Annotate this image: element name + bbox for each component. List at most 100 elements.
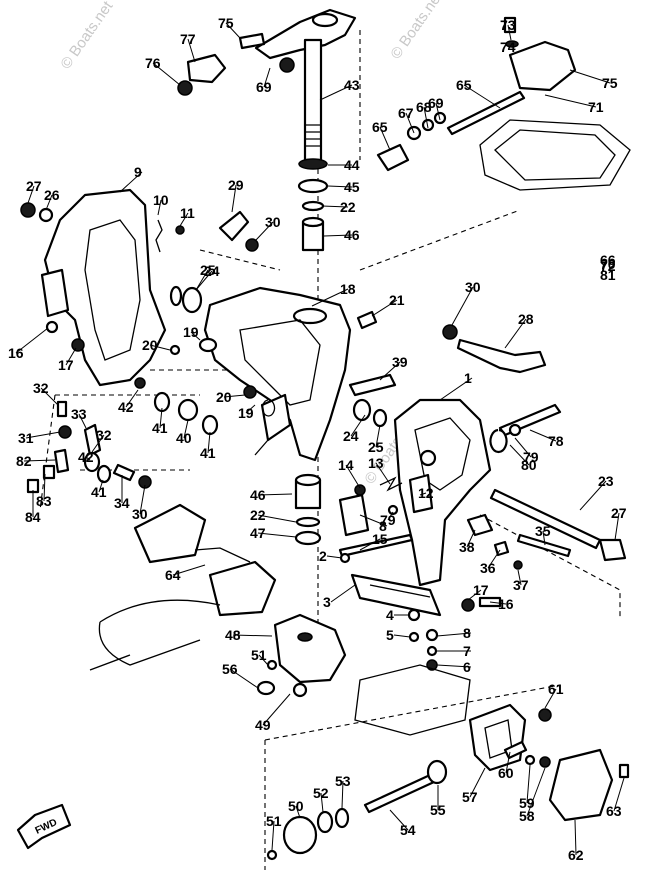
callout-labels: 7374757169757776434445224665696867652726… bbox=[8, 15, 627, 863]
screw-83 bbox=[42, 464, 56, 480]
clip-51-bottom bbox=[266, 849, 278, 861]
callout-28: 28 bbox=[518, 311, 534, 327]
callout-64: 64 bbox=[165, 567, 181, 583]
lever-link bbox=[254, 439, 269, 456]
damper-50 bbox=[282, 815, 318, 855]
callout-15: 15 bbox=[372, 531, 388, 547]
oring-22-lower bbox=[295, 516, 321, 528]
callout-70: 70 bbox=[600, 256, 616, 272]
bolt-27-left bbox=[20, 202, 36, 218]
callout-20: 20 bbox=[216, 389, 232, 405]
callout-51: 51 bbox=[266, 813, 282, 829]
leader-line-41 bbox=[98, 479, 104, 493]
leader-line-12 bbox=[419, 492, 427, 496]
callout-51: 51 bbox=[251, 647, 267, 663]
callout-22: 22 bbox=[250, 507, 266, 523]
nut-17-right bbox=[461, 598, 475, 612]
plate-64-lower bbox=[208, 560, 277, 617]
leader-line-33 bbox=[78, 413, 87, 429]
leader-line-53 bbox=[341, 780, 344, 809]
leader-line-41 bbox=[159, 407, 163, 429]
leader-line-49 bbox=[262, 693, 291, 726]
leader-line-52 bbox=[320, 792, 324, 813]
bracket-48-hole bbox=[297, 632, 313, 642]
callout-12: 12 bbox=[418, 485, 434, 501]
leader-line-71 bbox=[544, 94, 597, 108]
leader-line-17 bbox=[65, 347, 77, 366]
leader-line-8 bbox=[359, 514, 388, 527]
callout-34: 34 bbox=[114, 495, 130, 511]
pin-82 bbox=[53, 448, 70, 474]
washer-26 bbox=[38, 207, 54, 223]
leader-line-10 bbox=[157, 199, 162, 216]
leader-line-78 bbox=[529, 429, 557, 442]
nut-17-left bbox=[71, 338, 85, 352]
cover-62 bbox=[548, 748, 614, 822]
lower-housing-outline bbox=[354, 664, 471, 736]
steering-bracket-hole bbox=[311, 12, 339, 28]
callout-44: 44 bbox=[344, 157, 360, 173]
leader-line-73 bbox=[507, 24, 512, 41]
callout-11: 11 bbox=[180, 205, 195, 221]
callout-8: 8 bbox=[463, 625, 471, 641]
callout-81: 81 bbox=[600, 267, 616, 283]
callout-4: 4 bbox=[386, 607, 394, 623]
clamp-bracket-1 bbox=[393, 398, 492, 587]
callout-24: 24 bbox=[204, 263, 220, 279]
bracket-29 bbox=[218, 210, 250, 242]
clip-36 bbox=[493, 540, 510, 557]
swivel-bracket bbox=[203, 286, 378, 462]
callout-83: 83 bbox=[36, 493, 52, 509]
callout-60: 60 bbox=[498, 765, 514, 781]
leader-line-16 bbox=[489, 601, 507, 605]
bushing-24-right bbox=[352, 398, 372, 422]
leader-line-1 bbox=[439, 377, 473, 401]
nut-27-right bbox=[598, 538, 627, 562]
leader-line-9 bbox=[119, 171, 143, 193]
clip-79-lower bbox=[387, 504, 399, 516]
callout-49: 49 bbox=[255, 717, 271, 733]
leader-line-14 bbox=[345, 464, 361, 489]
bushing-46-top-cap bbox=[301, 216, 325, 228]
hose bbox=[89, 654, 131, 671]
callout-69: 69 bbox=[256, 79, 272, 95]
leader-line-3 bbox=[330, 584, 356, 603]
nut-76 bbox=[177, 80, 193, 96]
leader-line-41 bbox=[207, 431, 211, 454]
leader-line-77 bbox=[187, 38, 196, 63]
clip-42 bbox=[134, 377, 146, 389]
leader-line-19 bbox=[190, 331, 201, 341]
callout-79: 79 bbox=[380, 512, 396, 528]
lower-plate-group bbox=[339, 552, 471, 736]
screw-37 bbox=[513, 560, 523, 570]
leader-line-8 bbox=[436, 632, 472, 637]
rod-35 bbox=[516, 533, 572, 558]
swivel-bracket-18 bbox=[203, 286, 352, 462]
leader-line-79 bbox=[514, 437, 532, 458]
swivel-bore bbox=[292, 307, 328, 325]
bushing-55 bbox=[426, 759, 448, 785]
bracket-57 bbox=[468, 703, 527, 772]
watermark-top-right: © Boats.net bbox=[387, 0, 446, 62]
leader-line-43 bbox=[319, 84, 353, 101]
leader-line-64 bbox=[172, 564, 206, 576]
bushing-47 bbox=[294, 530, 322, 546]
callout-41: 41 bbox=[152, 420, 168, 436]
bracket-77-group bbox=[177, 53, 227, 96]
callout-8: 8 bbox=[379, 518, 387, 534]
rod-66 bbox=[446, 90, 526, 136]
leader-line-79 bbox=[387, 511, 394, 521]
leader-line-75 bbox=[225, 22, 241, 39]
leader-line-80 bbox=[509, 444, 530, 466]
leader-line-30 bbox=[255, 221, 274, 241]
leader-line-39 bbox=[379, 361, 401, 381]
leader-line-56 bbox=[229, 668, 259, 689]
leader-line-23 bbox=[579, 480, 607, 511]
callout-21: 21 bbox=[389, 292, 405, 308]
leader-line-50 bbox=[295, 805, 301, 819]
nut-61 bbox=[538, 708, 552, 722]
callout-66: 66 bbox=[600, 252, 616, 268]
bushing-46-lower-cap bbox=[294, 473, 322, 487]
callout-45: 45 bbox=[344, 179, 360, 195]
